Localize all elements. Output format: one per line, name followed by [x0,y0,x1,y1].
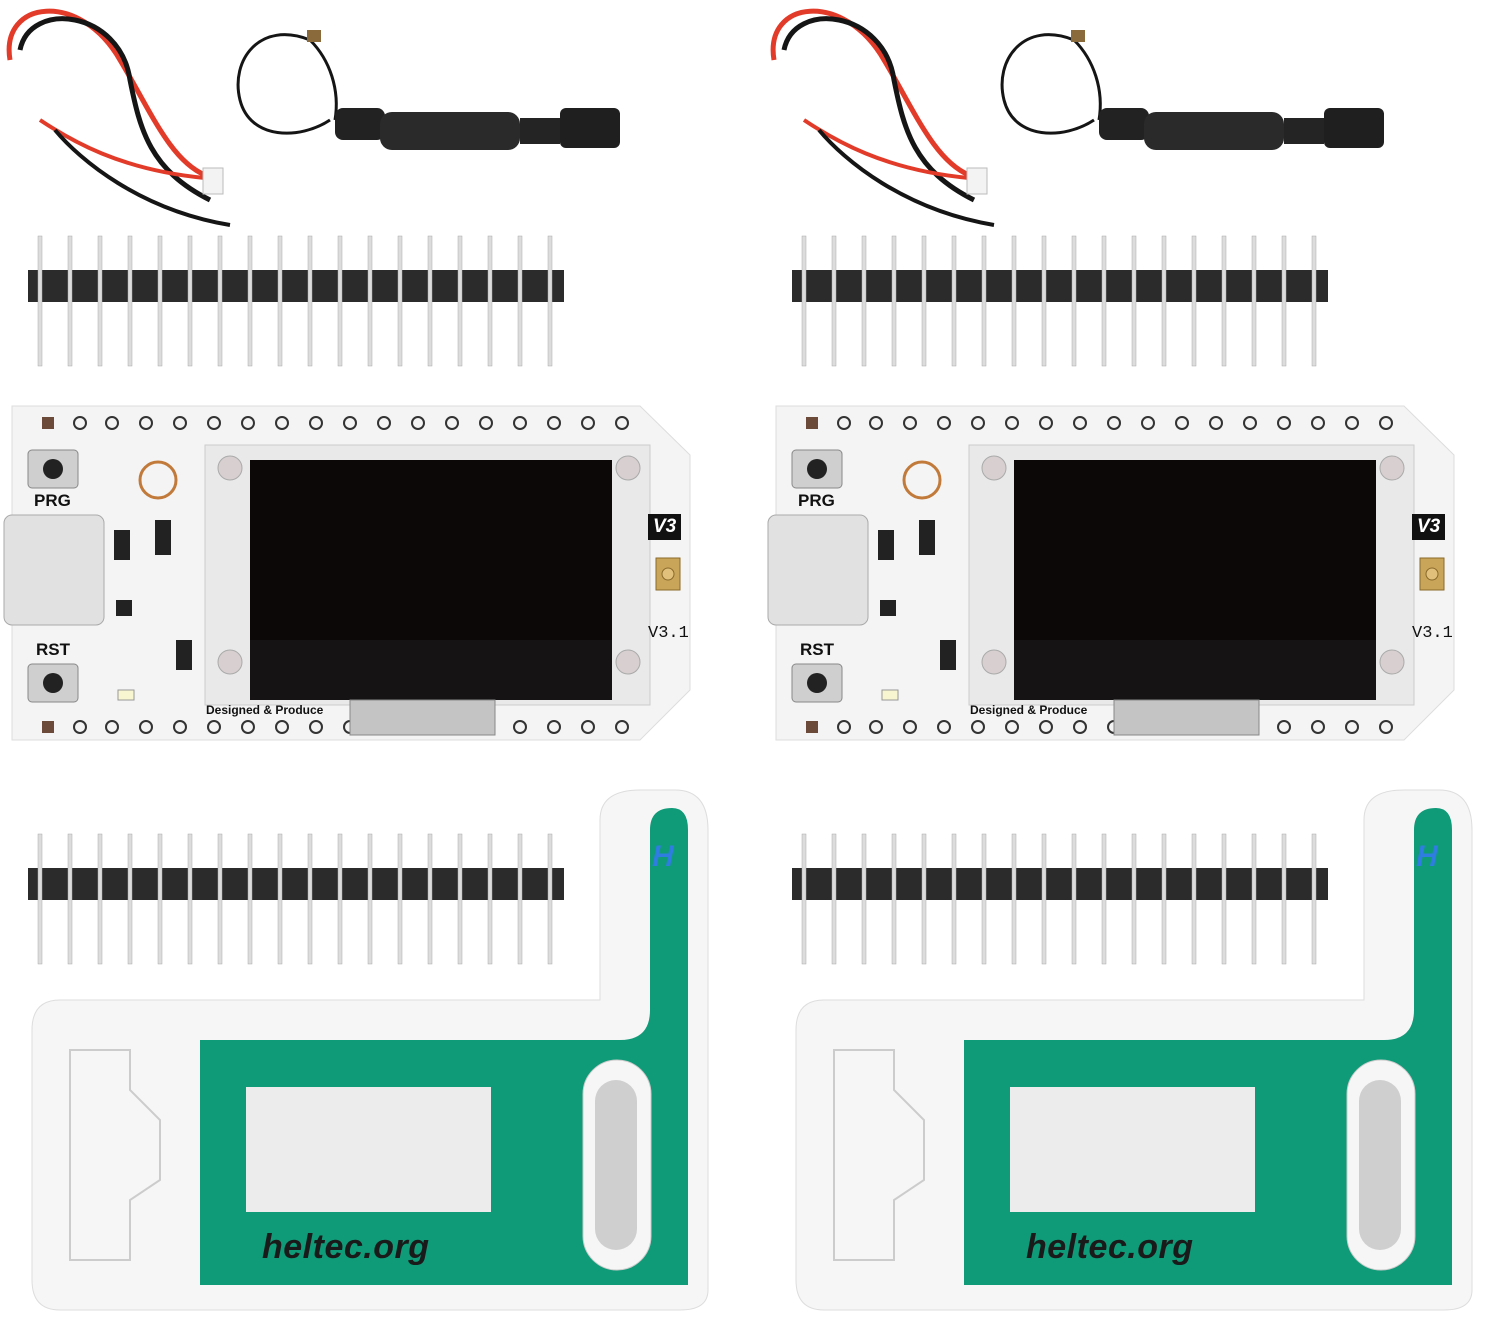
prg-button-label: PRG [798,491,835,510]
version-badge: V3 [1412,514,1446,540]
version-badge: V3 [648,514,682,540]
rst-button-label: RST [800,640,834,659]
battery-cable [6,8,231,227]
heltec-logo-icon: H [1416,840,1438,873]
kit-illustration [767,8,1473,1311]
antenna [236,30,620,150]
heltec-logo-icon: H [652,840,674,873]
antenna [1000,30,1384,150]
kit-right: PRG RST V3 V3.1 Designed & Produce helte… [764,0,1488,1321]
rst-button-label: RST [36,640,70,659]
dev-board [767,405,1455,741]
version-text: V3.1 [1412,624,1453,643]
dev-board [3,405,691,741]
case-brand-text: heltec.org [262,1228,430,1266]
case-brand-text: heltec.org [1026,1228,1194,1266]
pin-header-bottom [792,833,1328,965]
battery-cable [770,8,995,227]
version-text: V3.1 [648,624,689,643]
pin-header-top [792,235,1328,367]
silkscreen-text: Designed & Produce [206,703,324,717]
silkscreen-text: Designed & Produce [970,703,1088,717]
pin-header-bottom [28,833,564,965]
case-shell [795,789,1473,1311]
kit-illustration [3,8,709,1311]
prg-button-label: PRG [34,491,71,510]
kit-left: PRG RST V3 V3.1 Designed & Produce helte… [3,8,709,1311]
case-shell [31,789,709,1311]
pin-header-top [28,235,564,367]
